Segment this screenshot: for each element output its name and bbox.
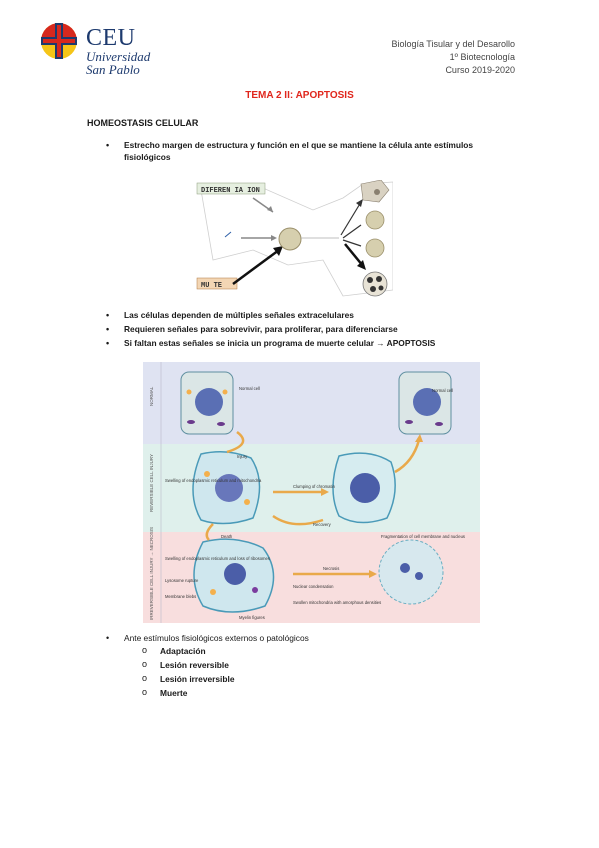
band-normal: NORMAL bbox=[149, 386, 154, 406]
sub-item-death: o Muerte bbox=[142, 687, 188, 698]
sub-item-text: Lesión reversible bbox=[160, 660, 229, 670]
bullet-dot: • bbox=[106, 324, 110, 334]
label-death: Death bbox=[221, 534, 233, 539]
band-irreversible: IRREVERSIBLE CELL INJURY → NECROSIS bbox=[149, 527, 154, 620]
bullet-text-line1: Estrecho margen de estructura y función … bbox=[124, 140, 474, 150]
band-reversible: REVERSIBLE CELL INJURY bbox=[149, 454, 154, 512]
bullet-dot: • bbox=[106, 140, 110, 150]
bullet-signals: • Las células dependen de múltiples seña… bbox=[106, 309, 354, 321]
sub-bullet-circle: o bbox=[142, 645, 148, 655]
sub-item-text: Adaptación bbox=[160, 646, 206, 656]
label-myelin: Myelin figures bbox=[239, 615, 265, 620]
sub-item-text: Lesión irreversible bbox=[160, 674, 235, 684]
label-nuclear: Nuclear condensation bbox=[293, 584, 334, 589]
label-swollen-mito: Swollen mitochondria with amorphous dens… bbox=[293, 600, 381, 605]
bullet-text: Las células dependen de múltiples señale… bbox=[124, 310, 354, 320]
label-normal-cell-right: Normal cell bbox=[432, 388, 453, 393]
bullet-dot: • bbox=[106, 633, 110, 643]
brand-line2: San Pablo bbox=[86, 62, 140, 77]
course-degree: 1º Biotecnología bbox=[449, 52, 515, 62]
course-subject: Biología Tisular y del Desarollo bbox=[391, 39, 515, 49]
label-recovery: Recovery bbox=[313, 522, 332, 527]
label-injury: Injury bbox=[237, 454, 248, 459]
bullet-text: Requieren señales para sobrevivir, para … bbox=[124, 324, 398, 334]
label-blebs: Membrane blebs bbox=[165, 594, 196, 599]
brand-line1: Universidad bbox=[86, 49, 151, 64]
bullet-survival: • Requieren señales para sobrevivir, par… bbox=[106, 323, 398, 335]
label-death: MU TE bbox=[201, 282, 222, 290]
bullet-dot: • bbox=[106, 338, 110, 348]
sub-bullet-circle: o bbox=[142, 687, 148, 697]
bullet-text-line2: fisiológicos bbox=[124, 152, 171, 162]
label-clumping: Clumping of chromatin bbox=[293, 484, 336, 489]
label-necrosis: Necrosis bbox=[323, 566, 339, 571]
header-course-info: Biología Tisular y del Desarollo 1º Biot… bbox=[391, 38, 515, 77]
label-differentiation: DIFEREN IA ION bbox=[201, 187, 260, 195]
label-lysosome: Lysosome rupture bbox=[165, 578, 199, 583]
sub-bullet-circle: o bbox=[142, 659, 148, 669]
figure-cell-injury: NORMAL REVERSIBLE CELL INJURY IRREVERSIB… bbox=[143, 362, 480, 623]
figure-cell-fates: DIFEREN IA ION MU TE bbox=[193, 180, 393, 298]
section-title: HOMEOSTASIS CELULAR bbox=[87, 118, 199, 128]
label-normal-cell-left: Normal cell bbox=[239, 386, 260, 391]
sub-item-reversible: o Lesión reversible bbox=[142, 659, 229, 670]
sub-item-irreversible: o Lesión irreversible bbox=[142, 673, 235, 684]
brand-block: CEU Universidad San Pablo bbox=[86, 26, 150, 76]
course-year: Curso 2019-2020 bbox=[445, 65, 515, 75]
bullet-text: Si faltan estas señales se inicia un pro… bbox=[124, 338, 436, 348]
brand-name: CEU bbox=[86, 25, 136, 51]
label-swelling-er: Swelling of endoplasmic reticulum and mi… bbox=[165, 478, 262, 483]
label-swelling-er2: Swelling of endoplasmic reticulum and lo… bbox=[165, 556, 270, 561]
page-title: TEMA 2 II: APOPTOSIS bbox=[245, 90, 354, 101]
bullet-apoptosis: • Si faltan estas señales se inicia un p… bbox=[106, 337, 436, 349]
bullet-homeostasis: • Estrecho margen de estructura y funció… bbox=[106, 139, 514, 163]
label-fragmentation: Fragmentation of cell membrane and nucle… bbox=[381, 534, 465, 539]
sub-bullet-circle: o bbox=[142, 673, 148, 683]
bullet-text: Ante estímulos fisiológicos externos o p… bbox=[124, 633, 309, 643]
ceu-logo-icon bbox=[41, 23, 77, 59]
sub-item-text: Muerte bbox=[160, 688, 188, 698]
bullet-dot: • bbox=[106, 310, 110, 320]
sub-item-adaptation: o Adaptación bbox=[142, 645, 206, 656]
bullet-stimuli: • Ante estímulos fisiológicos externos o… bbox=[106, 632, 309, 644]
